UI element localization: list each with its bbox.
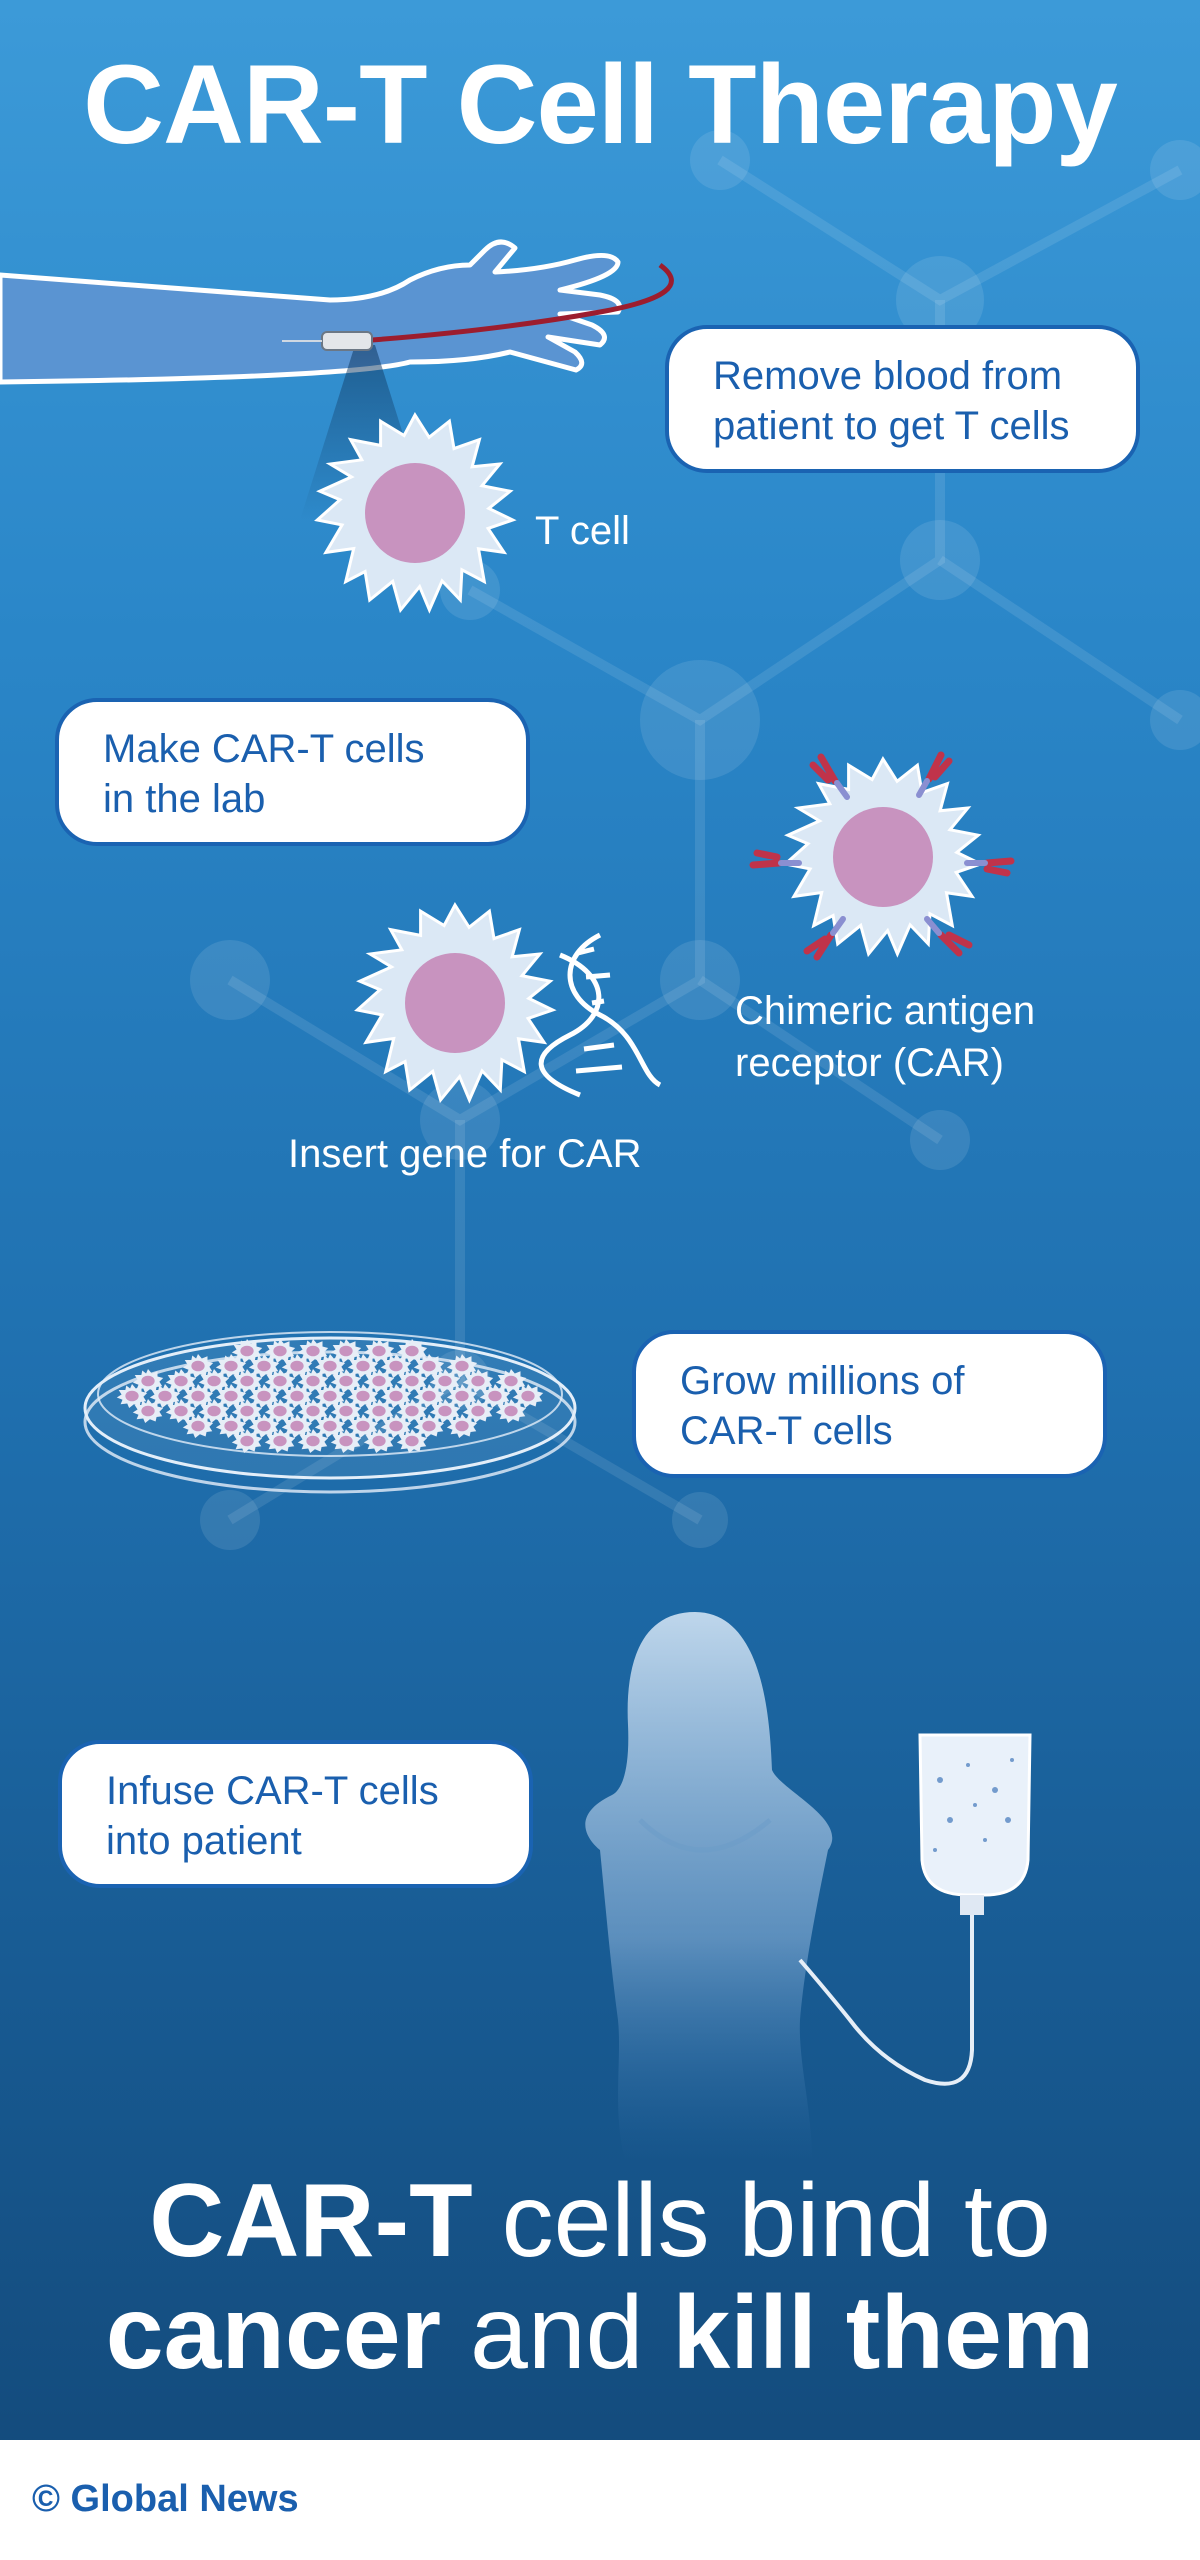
needle-icon	[321, 331, 373, 351]
conclusion-line-1: CAR-T cells bind to	[149, 2163, 1051, 2279]
step-line: Remove blood from	[713, 354, 1063, 398]
insert-gene-label: Insert gene for CAR	[288, 1132, 642, 1176]
conclusion-text: CAR-T cells bind to cancer and kill them	[0, 2165, 1200, 2389]
car-t-cell-icon	[749, 751, 1015, 961]
page-title: CAR-T Cell Therapy	[83, 42, 1118, 167]
car-label: Chimeric antigen receptor (CAR)	[735, 985, 1035, 1089]
step-line: CAR-T cells	[680, 1409, 893, 1453]
step-line: patient to get T cells	[713, 404, 1070, 448]
step-line: Infuse CAR-T cells	[106, 1769, 439, 1813]
patient-silhouette	[585, 1612, 833, 2160]
car-label-line: Chimeric antigen	[735, 989, 1036, 1033]
step-infuse: Infuse CAR-T cells into patient	[58, 1740, 533, 1888]
car-label-line: receptor (CAR)	[735, 1041, 1004, 1085]
step-line: Grow millions of	[680, 1359, 965, 1403]
blood-line	[371, 262, 674, 343]
t-cell-icon-lab	[355, 903, 555, 1102]
petri-dish-icon	[83, 1331, 577, 1494]
step-line: into patient	[106, 1819, 302, 1863]
t-cell-label: T cell	[535, 509, 630, 553]
step-grow-cells: Grow millions of CAR-T cells	[632, 1330, 1107, 1478]
iv-bag-icon	[798, 1733, 1032, 2086]
step-line: Make CAR-T cells	[103, 727, 425, 771]
dna-icon	[538, 932, 662, 1098]
arm-illustration	[0, 239, 674, 520]
conclusion-line-2: cancer and kill them	[105, 2275, 1095, 2391]
step-line: in the lab	[103, 777, 266, 821]
step-remove-blood: Remove blood from patient to get T cells	[665, 325, 1140, 473]
receptor-arrows	[749, 751, 1015, 961]
copyright-label: © Global News	[32, 2478, 299, 2520]
footer: © Global News	[0, 2440, 1200, 2560]
step-make-car-t: Make CAR-T cells in the lab	[55, 698, 530, 846]
